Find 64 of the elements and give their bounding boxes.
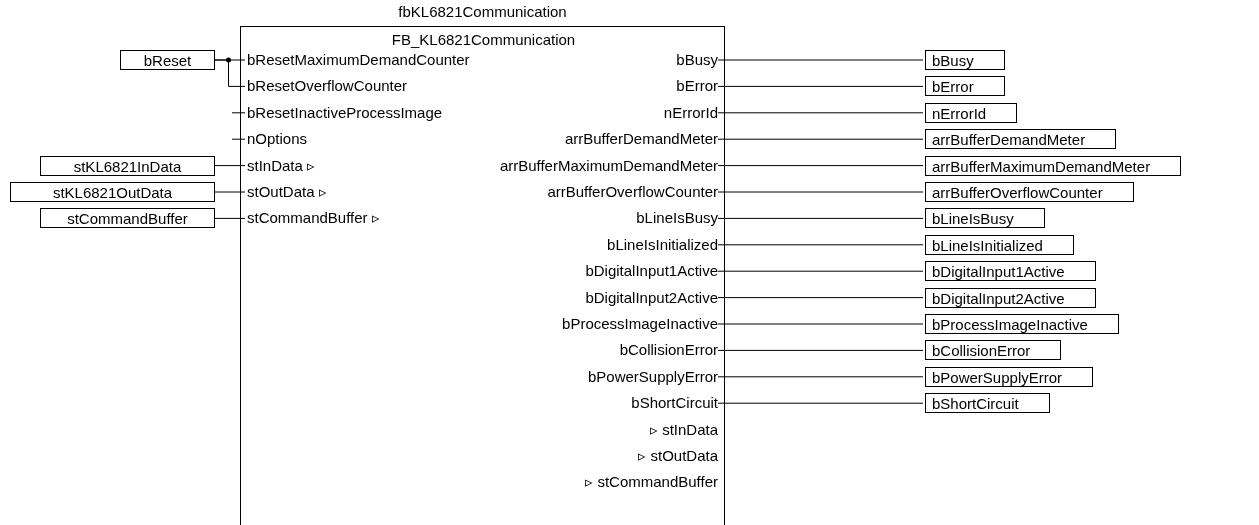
output-pin-label: bPowerSupplyError — [587, 367, 718, 386]
wire — [717, 112, 924, 114]
wire — [717, 402, 924, 404]
wire — [717, 270, 924, 272]
wire — [717, 376, 924, 378]
input-pin-label: stOutData ▹ — [247, 183, 327, 201]
input-pin-label: bResetMaximumDemandCounter — [247, 51, 470, 69]
wire — [231, 112, 246, 114]
wire — [214, 165, 246, 167]
output-pin-label: ▹ stOutData — [638, 447, 718, 465]
wire — [214, 59, 246, 87]
variable-box: bBusy — [925, 50, 1005, 70]
input-pin-label: nOptions — [247, 130, 308, 149]
variable-box: arrBufferDemandMeter — [925, 129, 1117, 150]
wire — [717, 85, 924, 87]
output-pin-label: bDigitalInput2Active — [585, 288, 718, 307]
input-pin-label: bResetOverflowCounter — [247, 77, 408, 96]
variable-box: arrBufferMaximumDemandMeter — [925, 155, 1182, 176]
variable-box: stKL6821InData — [40, 155, 215, 176]
output-pin-label: bDigitalInput1Active — [585, 262, 718, 281]
variable-box: bPowerSupplyError — [925, 366, 1094, 387]
output-pin-label: bCollisionError — [619, 341, 718, 360]
variable-box: bReset — [120, 50, 215, 70]
wire — [717, 323, 924, 325]
wire — [717, 297, 924, 299]
variable-box: arrBufferOverflowCounter — [925, 182, 1134, 202]
wire — [214, 191, 246, 193]
variable-box: bError — [925, 76, 1005, 97]
variable-box: stKL6821OutData — [10, 182, 215, 202]
variable-box: bDigitalInput1Active — [925, 261, 1096, 282]
variable-box: bCollisionError — [925, 340, 1062, 361]
wire — [214, 217, 246, 219]
output-pin-label: bBusy — [676, 51, 718, 69]
input-pin-label: bResetInactiveProcessImage — [247, 103, 443, 122]
output-pin-label: bLineIsInitialized — [607, 235, 718, 254]
variable-box: bLineIsBusy — [925, 208, 1045, 229]
instance-name: fbKL6821Communication — [398, 3, 567, 21]
output-pin-label: bLineIsBusy — [636, 209, 718, 228]
wire — [717, 138, 924, 140]
output-pin-label: nErrorId — [663, 103, 718, 122]
variable-box: nErrorId — [925, 102, 1018, 123]
wire — [717, 244, 924, 246]
output-pin-label: ▹ stInData — [649, 420, 718, 439]
variable-box: stCommandBuffer — [40, 208, 215, 229]
wire — [231, 138, 246, 140]
input-pin-label: stInData ▹ — [247, 156, 316, 175]
input-pin-label: stCommandBuffer ▹ — [247, 209, 380, 228]
wire — [717, 165, 924, 167]
variable-box: bLineIsInitialized — [925, 234, 1074, 255]
variable-box: bProcessImageInactive — [925, 314, 1119, 334]
wire — [717, 191, 924, 193]
wire — [717, 217, 924, 219]
output-pin-label: arrBufferMaximumDemandMeter — [499, 156, 718, 175]
output-pin-label: arrBufferOverflowCounter — [547, 183, 718, 201]
output-pin-label: bProcessImageInactive — [562, 315, 718, 333]
output-pin-label: bShortCircuit — [631, 394, 718, 413]
variable-box: bShortCircuit — [925, 393, 1050, 414]
wire — [717, 349, 924, 351]
output-pin-label: arrBufferDemandMeter — [564, 130, 718, 149]
wire — [717, 59, 924, 61]
output-pin-label: ▹ stCommandBuffer — [585, 473, 718, 492]
block-type-name: FB_KL6821Communication — [391, 31, 576, 49]
variable-box: bDigitalInput2Active — [925, 287, 1096, 308]
output-pin-label: bError — [676, 77, 718, 96]
